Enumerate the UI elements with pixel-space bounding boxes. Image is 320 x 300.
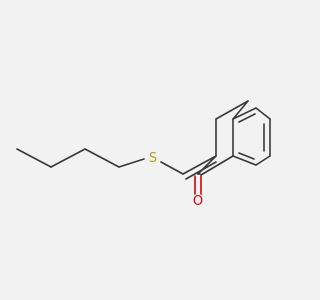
bond-s-to-methylidene — [160, 161, 184, 175]
bond-benzene-4 — [255, 155, 271, 166]
bond-ring-c2-c1 — [197, 155, 217, 175]
bond-butyl-1 — [16, 148, 52, 168]
oxygen-atom-label: O — [191, 194, 205, 209]
molecule-canvas: S O — [16, 100, 271, 209]
bond-butyl-3 — [84, 148, 120, 168]
molecule-structure — [16, 100, 271, 195]
bond-benzene-1 — [232, 107, 257, 120]
bond-exocyclic-double-1 — [182, 155, 217, 175]
bond-ring-c3-c4 — [215, 100, 249, 120]
bond-c1-c8a — [200, 155, 234, 176]
bond-benzene-inner-1 — [238, 113, 256, 123]
bond-benzene-2 — [255, 107, 271, 120]
bond-benzene-inner-3 — [238, 152, 255, 160]
bond-butyl-2 — [50, 148, 86, 168]
bond-benzene-5 — [232, 155, 257, 166]
bond-c4-c4a — [232, 100, 249, 120]
bond-butyl-to-s — [118, 158, 145, 168]
sulfur-atom-label: S — [146, 152, 160, 166]
